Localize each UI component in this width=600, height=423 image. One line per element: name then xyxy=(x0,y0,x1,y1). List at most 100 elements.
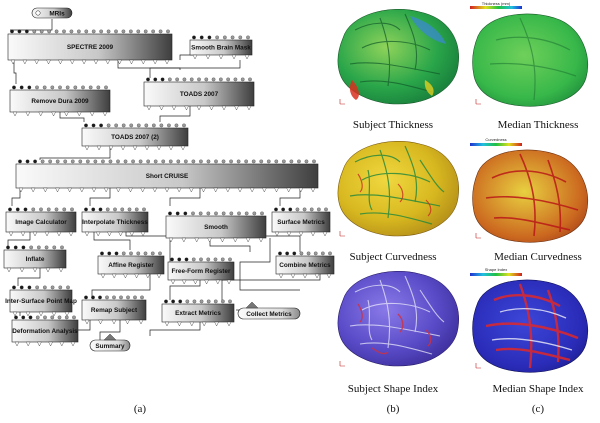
input-port[interactable] xyxy=(259,159,264,164)
input-port[interactable] xyxy=(153,159,158,164)
input-port[interactable] xyxy=(25,159,30,164)
input-port[interactable] xyxy=(17,29,22,34)
output-port[interactable] xyxy=(68,231,74,237)
input-port[interactable] xyxy=(54,29,59,34)
input-port[interactable] xyxy=(98,295,102,300)
output-port[interactable] xyxy=(129,231,135,237)
input-port[interactable] xyxy=(131,159,135,164)
input-port[interactable] xyxy=(252,211,257,216)
input-port[interactable] xyxy=(281,159,286,164)
input-port[interactable] xyxy=(99,29,103,34)
node-box[interactable] xyxy=(81,211,149,233)
output-port[interactable] xyxy=(184,105,189,111)
output-port[interactable] xyxy=(193,279,198,285)
output-port[interactable] xyxy=(213,187,218,193)
input-port[interactable] xyxy=(175,211,180,216)
node-remap-subject[interactable]: Remap Subject xyxy=(81,295,147,325)
input-port[interactable] xyxy=(72,315,76,320)
output-port[interactable] xyxy=(310,231,316,237)
output-port[interactable] xyxy=(310,187,316,193)
input-port[interactable] xyxy=(285,251,289,256)
input-port[interactable] xyxy=(204,77,209,82)
input-port[interactable] xyxy=(107,251,112,256)
output-port[interactable] xyxy=(326,273,332,279)
node-free-form-register[interactable]: Free-Form Register xyxy=(167,257,235,285)
output-port[interactable] xyxy=(81,59,87,65)
input-port[interactable] xyxy=(309,207,314,212)
input-port[interactable] xyxy=(31,207,36,212)
input-port[interactable] xyxy=(85,159,90,164)
output-port[interactable] xyxy=(89,111,95,117)
input-port[interactable] xyxy=(121,123,126,128)
input-port[interactable] xyxy=(70,207,74,212)
input-port[interactable] xyxy=(57,315,62,320)
input-port[interactable] xyxy=(54,207,59,212)
node-combine-metrics[interactable]: Combine Metrics xyxy=(275,251,335,279)
input-port[interactable] xyxy=(192,299,197,304)
input-port[interactable] xyxy=(274,207,278,212)
output-port[interactable] xyxy=(32,231,38,237)
input-port[interactable] xyxy=(207,35,212,40)
input-port[interactable] xyxy=(302,207,307,212)
node-image-calculator[interactable]: Image Calculator xyxy=(5,207,77,237)
output-port[interactable] xyxy=(108,145,114,151)
output-port[interactable] xyxy=(180,145,186,151)
output-port[interactable] xyxy=(146,105,152,111)
input-port[interactable] xyxy=(84,207,88,212)
input-port[interactable] xyxy=(84,29,89,34)
input-port[interactable] xyxy=(43,315,47,320)
input-port[interactable] xyxy=(189,77,194,82)
node-collect-metrics[interactable]: Collect Metrics xyxy=(237,301,301,320)
input-port[interactable] xyxy=(18,159,22,164)
input-port[interactable] xyxy=(213,299,218,304)
output-port[interactable] xyxy=(132,145,138,151)
input-port[interactable] xyxy=(8,207,12,212)
output-port[interactable] xyxy=(215,279,221,285)
input-port[interactable] xyxy=(70,159,75,164)
input-port[interactable] xyxy=(91,295,95,300)
input-port[interactable] xyxy=(248,77,252,82)
input-port[interactable] xyxy=(129,123,134,128)
output-port[interactable] xyxy=(171,105,177,111)
output-port[interactable] xyxy=(262,187,267,193)
output-port[interactable] xyxy=(164,59,170,65)
output-port[interactable] xyxy=(12,111,18,117)
output-port[interactable] xyxy=(156,273,162,279)
input-port[interactable] xyxy=(12,285,16,290)
input-port[interactable] xyxy=(176,159,181,164)
input-port[interactable] xyxy=(158,29,163,34)
output-port[interactable] xyxy=(14,341,20,347)
output-port[interactable] xyxy=(140,231,146,237)
output-port[interactable] xyxy=(84,231,90,237)
input-port[interactable] xyxy=(81,85,85,90)
output-port[interactable] xyxy=(25,111,31,117)
input-port[interactable] xyxy=(160,77,165,82)
output-port[interactable] xyxy=(100,273,106,279)
input-port[interactable] xyxy=(159,123,164,128)
output-port[interactable] xyxy=(286,187,291,193)
output-port[interactable] xyxy=(18,187,24,193)
input-port[interactable] xyxy=(77,29,81,34)
input-port[interactable] xyxy=(206,257,211,262)
output-port[interactable] xyxy=(249,187,255,193)
input-port[interactable] xyxy=(214,211,218,216)
input-port[interactable] xyxy=(211,77,216,82)
input-port[interactable] xyxy=(233,77,238,82)
input-port[interactable] xyxy=(143,251,148,256)
input-port[interactable] xyxy=(106,123,111,128)
input-port[interactable] xyxy=(78,159,83,164)
output-port[interactable] xyxy=(181,279,187,285)
output-port[interactable] xyxy=(58,59,63,65)
output-port[interactable] xyxy=(170,279,176,285)
node-box[interactable] xyxy=(9,89,111,113)
node-interpolate-thickness[interactable]: Interpolate Thickness xyxy=(81,207,149,237)
input-port[interactable] xyxy=(43,285,47,290)
input-port[interactable] xyxy=(312,159,316,164)
input-port[interactable] xyxy=(58,285,63,290)
input-port[interactable] xyxy=(164,299,168,304)
node-affine-register[interactable]: Affine Register xyxy=(97,251,165,279)
node-toads-2007-2[interactable]: TOADS 2007 (2) xyxy=(81,123,189,151)
output-port[interactable] xyxy=(46,59,51,65)
output-port[interactable] xyxy=(232,237,238,243)
output-port[interactable] xyxy=(189,321,195,327)
